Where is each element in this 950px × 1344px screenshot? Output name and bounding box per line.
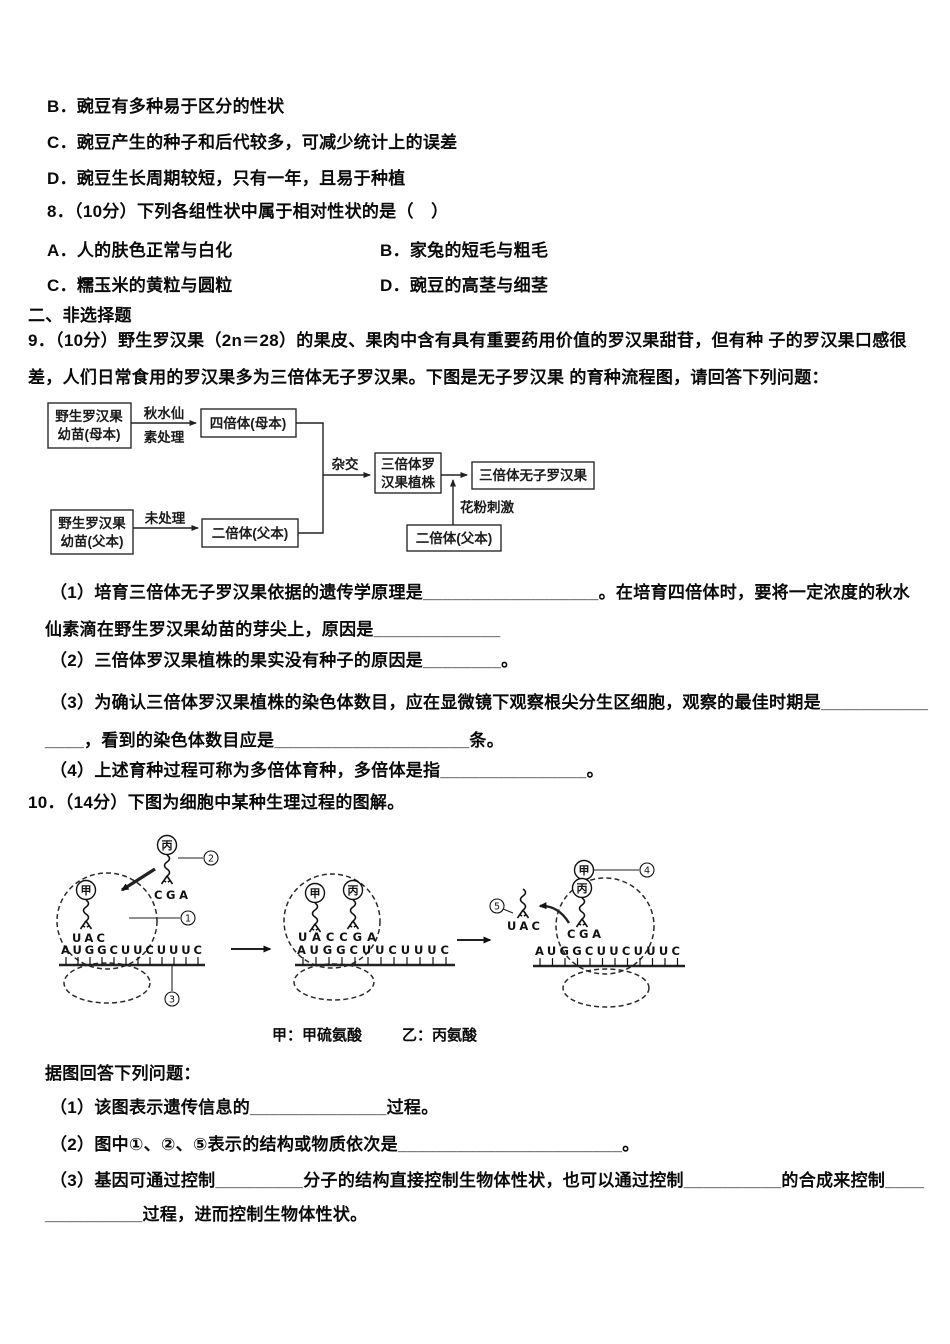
trna-bing	[575, 897, 589, 928]
amino-acid-bing-label: 丙	[348, 884, 359, 897]
label-untreated: 未处理	[145, 510, 186, 526]
question-9-part2: （2）三倍体罗汉果植株的果实没有种子的原因是________。	[50, 651, 519, 670]
amino-acid-jia-label: 甲	[579, 864, 590, 877]
marker-1-circle	[180, 910, 196, 926]
box-diploid-father-label: 二倍体(父本)	[212, 525, 289, 541]
small-subunit-dashed-circle	[63, 962, 151, 1004]
trna-jia	[308, 902, 322, 933]
marker-4: 4	[644, 866, 650, 877]
large-subunit-dashed-circle	[555, 877, 655, 975]
question-8-option-d: D．豌豆的高茎与细茎	[380, 276, 549, 295]
marker-5-pointer-line	[502, 908, 514, 914]
ribosome-unit-3: AUGGCUUCUUUC 甲 4 丙 CGA UAC 5	[489, 859, 685, 1008]
question-8-stem: 8．（10分）下列各组性状中属于相对性状的是（ ）	[47, 202, 449, 221]
trna-bing	[346, 899, 360, 930]
mrna-sequence: AUGGCUUCUUUC	[535, 944, 680, 958]
trna-bing	[160, 854, 174, 885]
caption-amino-jia: 甲：甲硫氨酸	[272, 1027, 363, 1044]
box-tetraploid-label: 四倍体(母本)	[210, 415, 287, 431]
box-seedless-fruit	[471, 461, 595, 490]
question-9-part3-line2: ____，看到的染色体数目应是____________________条。	[45, 731, 505, 750]
question-8-option-a: A．人的肤色正常与白化	[47, 241, 233, 260]
amino-acid-jia-label: 甲	[81, 884, 92, 897]
anticodon-cga: CGA	[567, 927, 601, 941]
amino-acid-jia-badge	[75, 879, 97, 901]
box-wild-father-label-line2: 幼苗(父本)	[61, 533, 124, 549]
marker-5-circle	[489, 898, 505, 914]
question-7-option-d: D．豌豆生长周期较短，只有一年，且易于种植	[47, 169, 406, 188]
marker-2: 2	[208, 854, 214, 865]
exiting-trna-arrow	[538, 902, 571, 924]
breeding-flowchart: 野生罗汉果 幼苗(母本) 秋水仙 素处理 四倍体(母本) 野生罗汉果 幼苗(父本…	[47, 402, 595, 555]
marker-3: 3	[169, 995, 175, 1006]
translation-diagram: AUGGCUUCUUUC 甲 UAC 丙 CGA 2 1 3 AUGGCUUCU…	[56, 834, 685, 1008]
large-subunit-dashed-circle	[283, 873, 381, 969]
mrna-ticks	[539, 958, 679, 966]
amino-acid-jia-label: 甲	[310, 887, 321, 900]
box-wild-mother-label-line2: 幼苗(母本)	[58, 426, 121, 442]
question-9-part1-line2: 仙素滴在野生罗汉果幼苗的芽尖上，原因是_____________	[45, 620, 501, 639]
ribosome-unit-2: AUGGCUUCUUUC UACCGA 甲 丙	[283, 873, 455, 1001]
question-9-part4: （4）上述育种过程可称为多倍体育种，多倍体是指_______________。	[50, 761, 604, 780]
box-diploid-father-2-label: 二倍体(父本)	[416, 530, 493, 546]
question-8-option-c: C．糯玉米的黄粒与圆粒	[47, 276, 233, 295]
mrna-ticks	[302, 957, 447, 965]
question-7-option-b: B．豌豆有多种易于区分的性状	[47, 97, 285, 116]
small-subunit-dashed-circle	[562, 968, 650, 1008]
question-10-part1: （1）该图表示遗传信息的______________过程。	[50, 1098, 439, 1117]
label-cross: 杂交	[332, 456, 359, 472]
mrna-ticks	[65, 957, 199, 965]
box-triploid-plant	[374, 452, 442, 494]
box-seedless-fruit-label: 三倍体无子罗汉果	[479, 467, 587, 483]
marker-5: 5	[494, 902, 500, 913]
question-9-stem-line2: 差，人们日常食用的罗汉果多为三倍体无子罗汉果。下图是无子罗汉果 的育种流程图，请…	[28, 368, 829, 387]
anticodon-uac: UAC	[72, 931, 105, 945]
box-wild-father-label-line1: 野生罗汉果	[58, 515, 126, 531]
question-9-part3-line1: （3）为确认三倍体罗汉果植株的染色体数目，应在显微镜下观察根尖分生区细胞，观察的…	[50, 693, 929, 712]
marker-1: 1	[185, 914, 191, 925]
question-9-part1-line1: （1）培育三倍体无子罗汉果依据的遗传学原理是__________________…	[50, 583, 911, 602]
question-10-stem: 10．（14分）下图为细胞中某种生理过程的图解。	[28, 793, 405, 812]
question-8-option-b: B．家兔的短毛与粗毛	[380, 241, 549, 260]
amino-acid-bing-badge	[342, 879, 364, 901]
amino-acid-bing-badge	[156, 834, 178, 856]
trna-jia	[79, 899, 93, 930]
question-10-intro: 据图回答下列问题：	[45, 1064, 201, 1083]
question-10-part2: （2）图中①、②、⑤表示的结构或物质依次是___________________…	[50, 1135, 640, 1154]
question-10-part3-line2: __________过程，进而控制生物体性状。	[45, 1205, 368, 1224]
marker-3-circle	[164, 991, 180, 1007]
mrna-sequence: AUGGCUUCUUUC	[61, 943, 202, 957]
connector-cross-bracket	[296, 422, 324, 534]
box-wild-mother	[47, 402, 132, 449]
small-subunit-dashed-circle	[293, 963, 375, 1001]
caption-amino-yi: 乙：丙氨酸	[402, 1027, 478, 1044]
amino-acid-bing-label: 丙	[577, 882, 588, 895]
marker-4-circle	[639, 862, 655, 878]
anticodon-cga: CGA	[154, 888, 188, 902]
anticodon-uac: UAC	[507, 919, 540, 933]
box-triploid-plant-label-line1: 三倍体罗	[381, 456, 435, 472]
amino-acid-jia-badge	[304, 882, 326, 904]
box-wild-mother-label-line1: 野生罗汉果	[55, 408, 123, 424]
incoming-trna-arrow	[120, 867, 156, 892]
section-2-title: 二、非选择题	[28, 306, 132, 325]
ribosome-unit-1: AUGGCUUCUUUC 甲 UAC 丙 CGA 2 1 3	[56, 834, 219, 1007]
question-9-stem-line1: 9．（10分）野生罗汉果（2n＝28）的果皮、果肉中含有具有重要药用价值的罗汉果…	[28, 331, 907, 350]
amino-acid-bing-badge	[571, 877, 593, 899]
label-colchicine-line2: 素处理	[144, 429, 185, 445]
question-7-option-c: C．豌豆产生的种子和后代较多，可减少统计上的误差	[47, 133, 458, 152]
label-pollen-stimulus: 花粉刺激	[460, 499, 514, 515]
large-subunit-dashed-circle	[56, 872, 158, 970]
box-diploid-father-2	[406, 524, 502, 552]
marker-2-circle	[203, 850, 219, 866]
box-wild-father	[50, 509, 134, 555]
amino-acid-bing-label: 丙	[162, 839, 173, 852]
question-10-part3-line1: （3）基因可通过控制_________分子的结构直接控制生物体性状，也可以通过控…	[50, 1171, 925, 1190]
box-triploid-plant-label-line2: 汉果植株	[381, 474, 435, 490]
label-colchicine-line1: 秋水仙	[144, 405, 185, 421]
trna-exiting	[516, 888, 530, 919]
